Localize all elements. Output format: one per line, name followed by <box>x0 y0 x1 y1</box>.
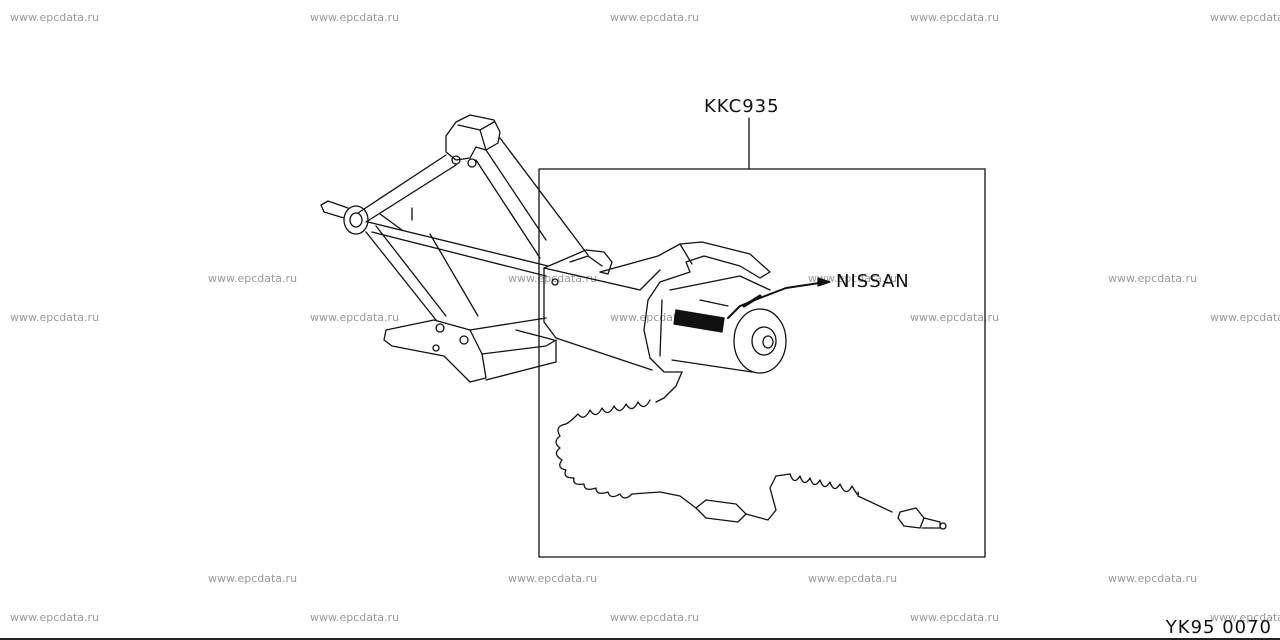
watermark: www.epcdata.ru <box>610 611 700 624</box>
part-number-label: KKC935 <box>704 96 780 117</box>
bottom-rule <box>0 638 1280 640</box>
watermark: www.epcdata.ru <box>808 572 898 585</box>
scissor-jack-drawing <box>320 114 589 383</box>
watermark: www.epcdata.ru <box>310 311 400 324</box>
watermark: www.epcdata.ru <box>208 272 298 285</box>
watermark: www.epcdata.ru <box>610 11 700 24</box>
watermark: www.epcdata.ru <box>910 11 1000 24</box>
watermark: www.epcdata.ru <box>1210 311 1280 324</box>
watermark: www.epcdata.ru <box>1210 611 1280 624</box>
watermark: www.epcdata.ru <box>1108 272 1198 285</box>
watermark: www.epcdata.ru <box>10 311 100 324</box>
kit-frame <box>538 168 986 558</box>
watermark: www.epcdata.ru <box>310 11 400 24</box>
brand-label: NISSAN <box>836 271 910 292</box>
watermark: www.epcdata.ru <box>508 572 598 585</box>
watermark: www.epcdata.ru <box>10 11 100 24</box>
watermark: www.epcdata.ru <box>910 611 1000 624</box>
watermark: www.epcdata.ru <box>310 611 400 624</box>
diagram-code: YK95 0070 <box>1165 617 1272 638</box>
watermark: www.epcdata.ru <box>1210 11 1280 24</box>
power-cord <box>555 371 947 530</box>
watermark: www.epcdata.ru <box>1108 572 1198 585</box>
watermark: www.epcdata.ru <box>910 311 1000 324</box>
watermark: www.epcdata.ru <box>10 611 100 624</box>
watermark: www.epcdata.ru <box>208 572 298 585</box>
electric-drive-unit <box>543 241 831 374</box>
